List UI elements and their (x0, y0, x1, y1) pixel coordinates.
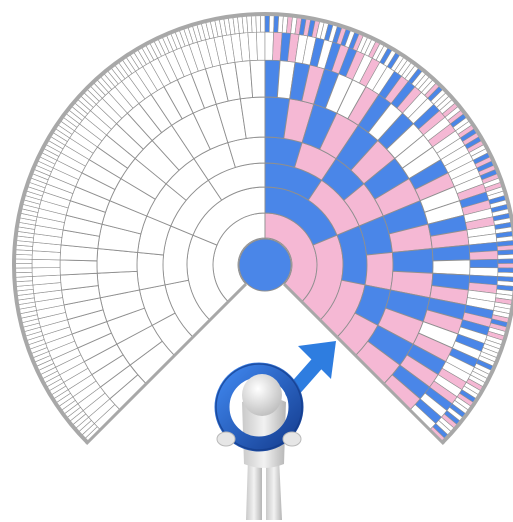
ancestor-cell (469, 258, 499, 269)
ancestor-cell (14, 258, 33, 264)
ancestor-cell (497, 254, 513, 260)
ancestor-cell (391, 248, 434, 274)
male-symbol-arrow-head (298, 341, 336, 379)
ancestor-cell (14, 263, 33, 269)
fan-chart-edge-left (85, 283, 247, 445)
person-holding-male-symbol (214, 341, 336, 520)
ancestor-cell (260, 14, 266, 33)
person-head (242, 374, 282, 416)
ancestor-cell (31, 267, 61, 277)
fan-chart (12, 11, 513, 445)
ancestor-cell (136, 251, 166, 291)
ancestor-cell (59, 259, 98, 276)
person-right-leg (266, 458, 282, 520)
ancestor-cell (364, 251, 394, 291)
male-symbol-ring (214, 362, 304, 452)
fan-chart-edge-right (283, 283, 445, 445)
person-left-hand (216, 431, 236, 447)
ancestor-cell (31, 258, 61, 269)
ancestor-cell (14, 267, 33, 273)
ancestor-cell (264, 31, 274, 61)
fan-chart-center (238, 238, 292, 292)
ancestor-cell (256, 31, 266, 61)
ancestor-cell (497, 258, 513, 264)
ancestor-cell (432, 259, 471, 276)
root-person-circle (238, 238, 292, 292)
ancestor-cell (14, 271, 33, 278)
ancestor-cell (255, 14, 262, 33)
person-left-leg (246, 458, 262, 520)
person-right-hand (282, 431, 302, 447)
ancestor-cell (497, 263, 513, 269)
ancestor-cell (264, 14, 270, 33)
ancestor-cell (469, 250, 499, 261)
ancestor-cell (249, 59, 266, 98)
